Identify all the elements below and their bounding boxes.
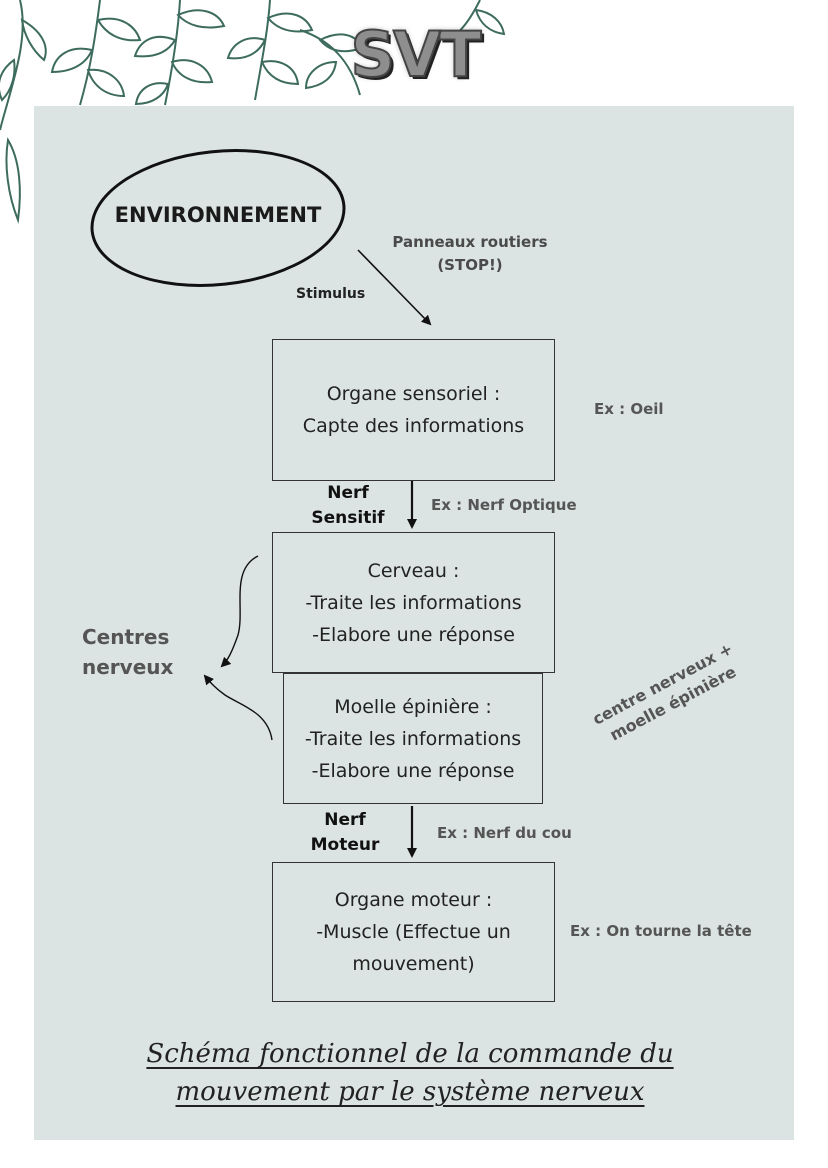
svt-logo: SVT <box>350 17 483 92</box>
motor-organ-title: Organe moteur : <box>334 889 493 911</box>
nerve-centres-line: Centres <box>82 625 170 649</box>
caption-line: Schéma fonctionnel de la commande du <box>146 1039 674 1069</box>
brain-title: Cerveau : <box>367 559 460 582</box>
sensory-organ-box: Organe sensoriel : Capte des information… <box>272 339 555 481</box>
environment-label: ENVIRONNEMENT <box>114 203 322 227</box>
spinal-cord-title: Moelle épinière : <box>334 695 492 718</box>
environment-example-line: Panneaux routiers <box>392 233 548 251</box>
sensory-organ-line: Capte des informations <box>302 415 525 437</box>
motor-nerve-example: Ex : Nerf du cou <box>437 824 572 842</box>
diagram-caption: Schéma fonctionnel de la commande du mou… <box>100 1035 720 1111</box>
sensitive-nerve-label: Nerf Sensitif <box>300 481 396 531</box>
caption-line: mouvement par le système nerveux <box>175 1077 645 1107</box>
sensitive-nerve-example: Ex : Nerf Optique <box>431 496 577 514</box>
spinal-cord-line: -Traite les informations <box>304 727 522 750</box>
brain-box: Cerveau : -Traite les informations -Elab… <box>272 532 555 673</box>
nerve-centres-line: nerveux <box>82 655 174 679</box>
motor-organ-line: -Muscle (Effectue un <box>316 921 511 943</box>
motor-organ-box: Organe moteur : -Muscle (Effectue un mou… <box>272 862 555 1002</box>
sensitive-nerve-line: Nerf <box>327 483 369 503</box>
sensory-organ-title: Organe sensoriel : <box>326 383 501 405</box>
motor-nerve-line: Nerf <box>324 810 366 830</box>
brain-line: -Traite les informations <box>305 591 522 614</box>
spinal-cord-line: -Elabore une réponse <box>311 759 515 782</box>
environment-example: Panneaux routiers (STOP!) <box>376 231 564 277</box>
spinal-cord-box: Moelle épinière : -Traite les informatio… <box>283 673 543 804</box>
motor-organ-example: Ex : On tourne la tête <box>570 922 752 940</box>
motor-nerve-label: Nerf Moteur <box>298 808 392 858</box>
stimulus-label: Stimulus <box>296 286 366 302</box>
nerve-centres-label: Centres nerveux <box>82 622 173 682</box>
sensitive-nerve-line: Sensitif <box>311 508 385 528</box>
motor-nerve-line: Moteur <box>310 835 380 855</box>
environment-example-line: (STOP!) <box>437 256 503 274</box>
sensory-example: Ex : Oeil <box>594 400 664 418</box>
leaf-decoration <box>0 0 506 224</box>
motor-organ-line: mouvement) <box>352 953 475 975</box>
brain-line: -Elabore une réponse <box>312 623 515 646</box>
